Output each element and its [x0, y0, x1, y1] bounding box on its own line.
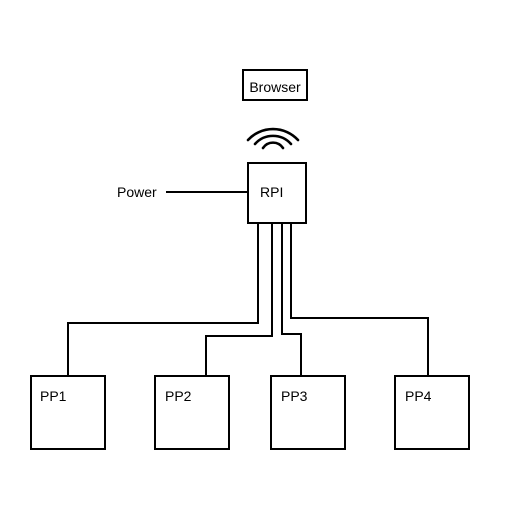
browser-label: Browser	[249, 79, 301, 95]
wire-rpi-pp2	[205, 223, 273, 376]
wire-rpi-pp4	[290, 223, 429, 376]
power-label: Power	[117, 184, 157, 200]
pp3-box	[270, 375, 346, 450]
wire-rpi-pp3	[281, 223, 302, 376]
rpi-node: RPI	[247, 162, 307, 224]
pp2-box	[154, 375, 230, 450]
pp1-label: PP1	[40, 388, 67, 404]
pp4-box	[394, 375, 470, 450]
pp1-node: PP1	[30, 375, 106, 450]
browser-node: Browser	[242, 69, 308, 101]
wire-rpi-pp1	[67, 223, 259, 376]
rpi-box	[247, 162, 307, 224]
wifi-icon	[246, 127, 300, 150]
pp3-node: PP3	[270, 375, 346, 450]
rpi-label: RPI	[260, 184, 283, 200]
pp3-label: PP3	[281, 388, 308, 404]
pp4-node: PP4	[394, 375, 470, 450]
pp1-box	[30, 375, 106, 450]
browser-box	[242, 69, 308, 101]
pp2-node: PP2	[154, 375, 230, 450]
pp4-label: PP4	[405, 388, 432, 404]
pp2-label: PP2	[165, 388, 192, 404]
